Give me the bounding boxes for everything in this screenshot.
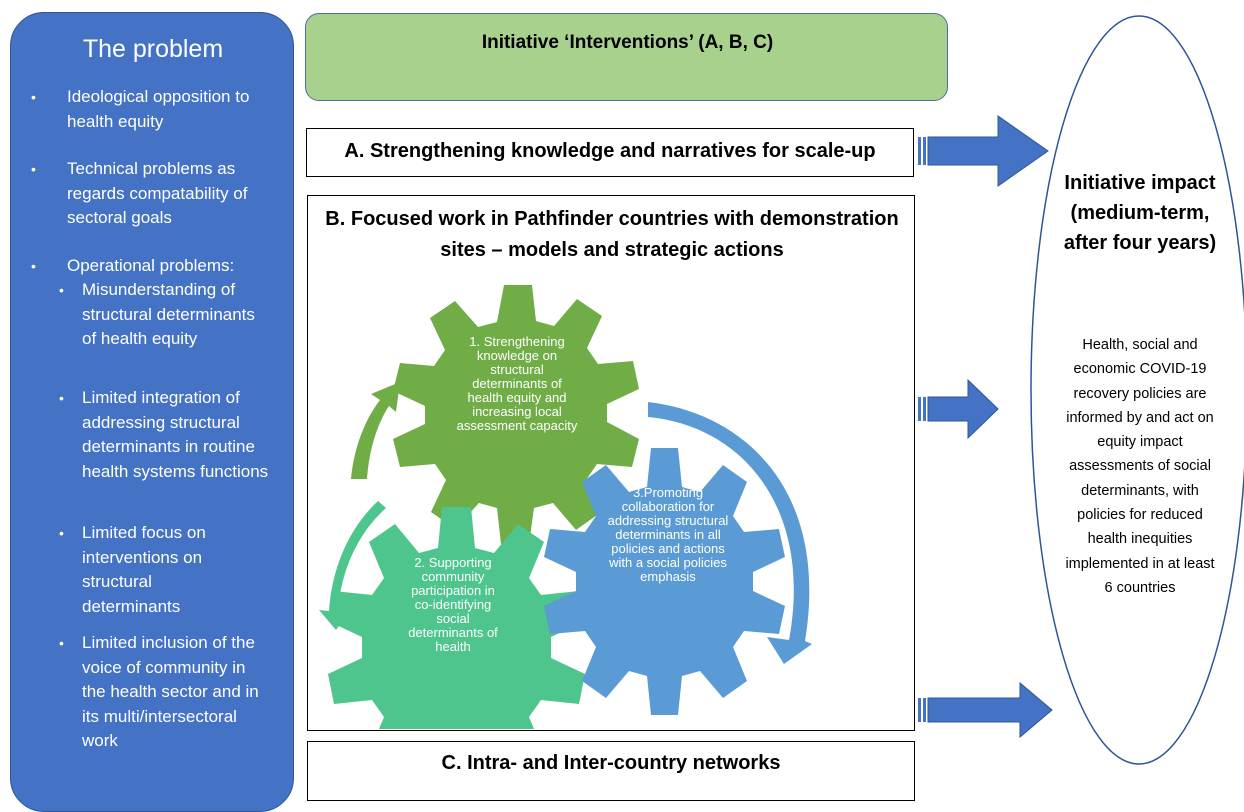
- problem-sub-bullet-integration: • Limited integration of addressing stru…: [59, 388, 269, 481]
- gear-cycle-graphic: [319, 285, 812, 729]
- problem-sub-bullet-misunderstanding: • Misunderstanding of structural determi…: [59, 280, 255, 348]
- gear-3-label: 3.Promoting collaboration for addressing…: [607, 485, 729, 584]
- cycle-arrow-teal-icon: [319, 501, 386, 630]
- bullet-dot-icon: •: [59, 525, 64, 541]
- gear-1-label: 1. Strengthening knowledge on structural…: [456, 334, 578, 433]
- interventions-title: Initiative ‘Interventions’ (A, B, C): [481, 32, 774, 53]
- problem-bullet-ideological: • Ideological opposition to health equit…: [31, 87, 250, 131]
- gear-2-label: 2. Supporting community participation in…: [408, 555, 498, 654]
- box-c: C. Intra- and Inter-country networks: [307, 741, 915, 801]
- gear-2-icon: [328, 507, 585, 729]
- box-a: A. Strengthening knowledge and narrative…: [306, 128, 914, 177]
- arrow-a-icon: [918, 115, 1049, 187]
- bullet-dot-icon: •: [59, 282, 64, 298]
- arrow-b-icon: [918, 378, 999, 440]
- arrow-c-icon: [918, 681, 1053, 739]
- problem-sub-bullet-focus: • Limited focus on interventions on stru…: [59, 523, 206, 616]
- problem-panel: The problem • Ideological opposition to …: [10, 12, 294, 812]
- box-b-title: B. Focused work in Pathfinder countries …: [325, 208, 899, 261]
- cycle-arrow-blue-icon: [648, 402, 812, 664]
- box-a-title: A. Strengthening knowledge and narrative…: [344, 140, 876, 162]
- bullet-dot-icon: •: [31, 258, 36, 274]
- impact-ellipse: [1030, 15, 1244, 765]
- problem-sub-bullet-community-voice: • Limited inclusion of the voice of comm…: [59, 633, 259, 750]
- cycle-arrow-green-icon: [351, 382, 400, 479]
- bullet-dot-icon: •: [31, 89, 36, 105]
- problem-title: The problem: [82, 35, 224, 63]
- bullet-dot-icon: •: [59, 390, 64, 406]
- gear-3-icon: [544, 448, 785, 715]
- interventions-header: Initiative ‘Interventions’ (A, B, C): [305, 13, 948, 101]
- bullet-dot-icon: •: [31, 161, 36, 177]
- impact-title: Initiative impact (medium-term, after fo…: [1063, 172, 1217, 254]
- box-c-title: C. Intra- and Inter-country networks: [441, 752, 781, 774]
- box-b: B. Focused work in Pathfinder countries …: [307, 195, 915, 731]
- arrows-to-impact: [918, 115, 1053, 739]
- gear-1-icon: [393, 285, 639, 544]
- bullet-dot-icon: •: [59, 635, 64, 651]
- problem-bullet-operational: • Operational problems:: [31, 254, 282, 279]
- problem-bullet-technical: • Technical problems as regards compatab…: [31, 159, 248, 227]
- impact-body: Health, social and economic COVID-19 rec…: [1065, 337, 1215, 596]
